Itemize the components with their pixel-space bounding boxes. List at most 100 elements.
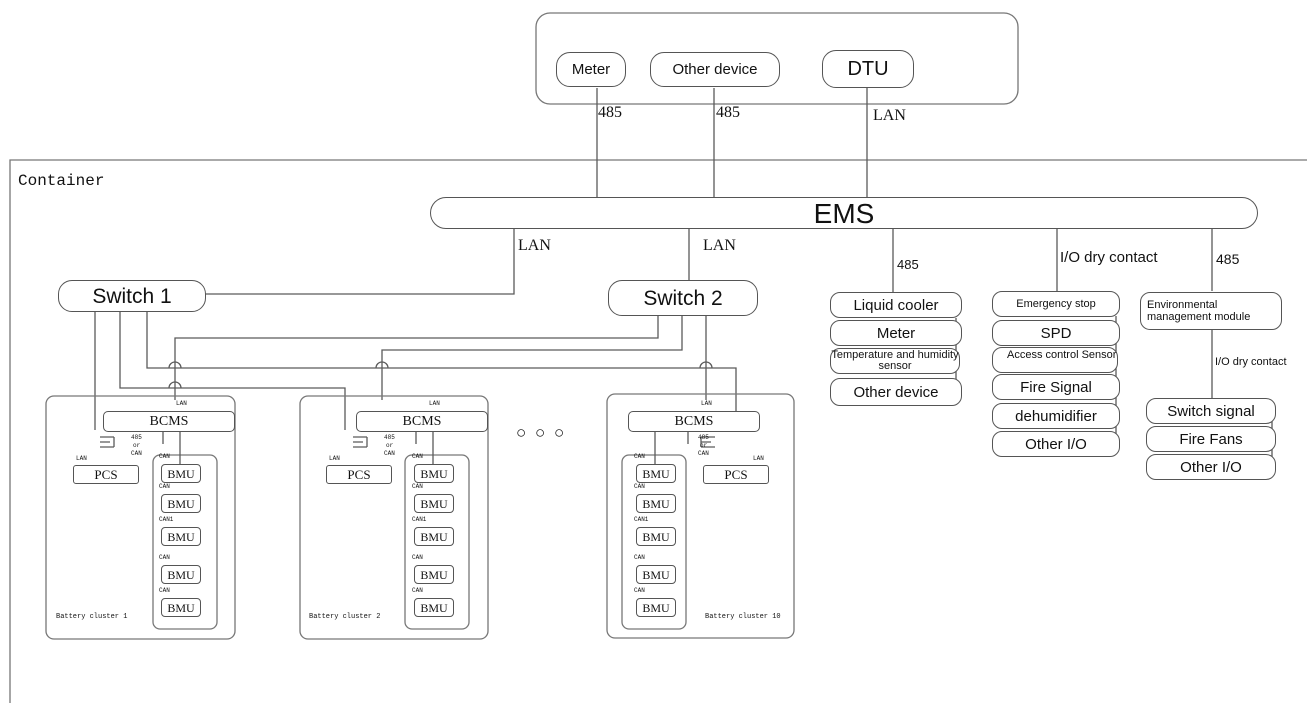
temp-humidity-sensor[interactable]: Temperature and humidity sensor	[830, 348, 960, 374]
fire-signal[interactable]: Fire Signal	[992, 374, 1120, 400]
bmu-stack-frame	[404, 454, 470, 630]
switch-2[interactable]: Switch 2	[608, 280, 758, 316]
env-other-io[interactable]: Other I/O	[1146, 454, 1276, 480]
can-label: CAN1	[634, 516, 649, 523]
can-label: CAN	[412, 483, 423, 490]
bmu-stack-frame	[621, 454, 687, 630]
container-label: Container	[18, 172, 105, 190]
ems-switch2-link-label: LAN	[703, 237, 736, 254]
rs485-label: 485	[698, 434, 709, 441]
other-device-link-label: 485	[716, 104, 740, 121]
cooling-meter[interactable]: Meter	[830, 320, 962, 346]
ems-env-link-label: 485	[1216, 251, 1240, 267]
meter-device[interactable]: Meter	[556, 52, 626, 87]
or-label: or	[700, 442, 708, 449]
connector-symbol	[353, 436, 368, 448]
can-label: CAN	[634, 483, 645, 490]
can-label: CAN1	[159, 516, 174, 523]
env-link-label: I/O dry contact	[1215, 356, 1287, 368]
battery-cluster-label: Battery cluster 2	[309, 613, 381, 621]
can-label: CAN	[412, 453, 423, 460]
switch2-bcms2-line	[381, 316, 683, 400]
bmu[interactable]: BMU	[414, 598, 454, 617]
lan-label: LAN	[76, 455, 87, 462]
can-label: CAN	[698, 450, 709, 457]
container-frame	[9, 159, 1307, 703]
can-label: CAN	[412, 587, 423, 594]
battery-cluster-frame	[45, 395, 236, 640]
bmu[interactable]: BMU	[636, 598, 676, 617]
switch1-pcs2-line	[119, 312, 346, 430]
switch2-bcms1-line	[174, 316, 659, 400]
bmu[interactable]: BMU	[636, 565, 676, 584]
access-control-sensor[interactable]: Access control Sensor	[992, 347, 1118, 373]
battery-cluster-frame	[606, 393, 795, 639]
ems-bar[interactable]: EMS	[430, 197, 1258, 229]
bmu[interactable]: BMU	[414, 494, 454, 513]
bmu[interactable]: BMU	[161, 565, 201, 584]
battery-cluster-frame	[299, 395, 489, 640]
wire-crossing-hops	[168, 361, 713, 389]
bmu[interactable]: BMU	[161, 494, 201, 513]
can-label: CAN	[384, 450, 395, 457]
ems-switch1-line	[203, 228, 515, 295]
can-label: CAN	[159, 554, 170, 561]
bmu[interactable]: BMU	[414, 464, 454, 483]
lan-label: LAN	[176, 400, 187, 407]
bmu[interactable]: BMU	[414, 527, 454, 546]
ems-io-link-label: I/O dry contact	[1060, 249, 1158, 266]
meter-link-label: 485	[598, 104, 622, 121]
ems-cooling-link-label: 485	[897, 257, 919, 272]
connector-symbol	[100, 436, 115, 448]
pcs[interactable]: PCS	[326, 465, 392, 484]
ems-switch1-link-label: LAN	[518, 237, 551, 254]
can-label: CAN	[634, 554, 645, 561]
can-label: CAN	[159, 483, 170, 490]
pcs[interactable]: PCS	[73, 465, 139, 484]
other-device-top[interactable]: Other device	[650, 52, 780, 87]
emergency-stop[interactable]: Emergency stop	[992, 291, 1120, 317]
more-clusters-ellipsis: ○ ○ ○	[516, 423, 567, 442]
connector-symbol	[700, 436, 715, 448]
bmu[interactable]: BMU	[636, 527, 676, 546]
dtu-device[interactable]: DTU	[822, 50, 914, 88]
or-label: or	[386, 442, 394, 449]
lan-label: LAN	[753, 455, 764, 462]
bcms[interactable]: BCMS	[103, 411, 235, 432]
dehumidifier[interactable]: dehumidifier	[992, 403, 1120, 429]
can-label: CAN	[159, 453, 170, 460]
rs485-label: 485	[131, 434, 142, 441]
liquid-cooler[interactable]: Liquid cooler	[830, 292, 962, 318]
can-label: CAN	[634, 453, 645, 460]
battery-cluster-label: Battery cluster 1	[56, 613, 128, 621]
lan-label: LAN	[701, 400, 712, 407]
bmu[interactable]: BMU	[161, 527, 201, 546]
can-label: CAN1	[412, 516, 427, 523]
switch1-pcs10-line	[146, 312, 737, 430]
bmu[interactable]: BMU	[636, 464, 676, 483]
can-label: CAN	[634, 587, 645, 594]
or-label: or	[133, 442, 141, 449]
bmu[interactable]: BMU	[636, 494, 676, 513]
bmu-stack-frame	[152, 454, 218, 630]
can-label: CAN	[131, 450, 142, 457]
rs485-label: 485	[384, 434, 395, 441]
dtu-link-label: LAN	[873, 107, 906, 124]
lan-label: LAN	[329, 455, 340, 462]
spd[interactable]: SPD	[992, 320, 1120, 346]
external-devices-frame	[535, 12, 1019, 105]
environmental-management-module[interactable]: Environmental management module	[1140, 292, 1282, 330]
bmu[interactable]: BMU	[414, 565, 454, 584]
bmu[interactable]: BMU	[161, 598, 201, 617]
io-other-io[interactable]: Other I/O	[992, 431, 1120, 457]
bmu[interactable]: BMU	[161, 464, 201, 483]
switch-signal[interactable]: Switch signal	[1146, 398, 1276, 424]
switch-1[interactable]: Switch 1	[58, 280, 206, 312]
battery-cluster-label: Battery cluster 10	[705, 613, 781, 621]
bcms[interactable]: BCMS	[628, 411, 760, 432]
fire-fans[interactable]: Fire Fans	[1146, 426, 1276, 452]
bcms[interactable]: BCMS	[356, 411, 488, 432]
pcs[interactable]: PCS	[703, 465, 769, 484]
cooling-other-device[interactable]: Other device	[830, 378, 962, 406]
lan-label: LAN	[429, 400, 440, 407]
